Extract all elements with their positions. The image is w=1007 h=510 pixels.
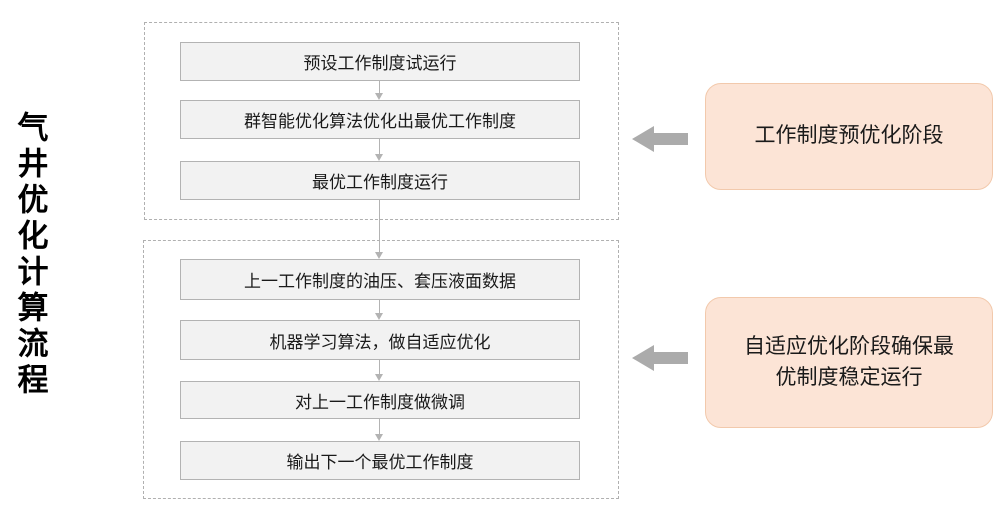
down-arrow-icon (375, 299, 384, 320)
flow-step-optimal-run: 最优工作制度运行 (180, 161, 580, 200)
flow-step-fine-tune: 对上一工作制度做微调 (180, 381, 580, 419)
left-block-arrow-icon (632, 126, 688, 152)
callout-pre-optimization-stage: 工作制度预优化阶段 (705, 83, 993, 190)
down-arrow-icon (375, 139, 384, 161)
left-block-arrow-icon (632, 345, 688, 371)
down-arrow-icon (375, 200, 384, 259)
down-arrow-icon (375, 360, 384, 381)
stage2-frame (143, 240, 619, 499)
flow-step-pressure-data: 上一工作制度的油压、套压液面数据 (180, 259, 580, 300)
flow-step-swarm-optimization: 群智能优化算法优化出最优工作制度 (180, 100, 580, 139)
callout-adaptive-stage: 自适应优化阶段确保最优制度稳定运行 (705, 297, 993, 428)
down-arrow-icon (375, 81, 384, 100)
flow-step-machine-learning: 机器学习算法，做自适应优化 (180, 320, 580, 360)
flow-step-output-next-optimal: 输出下一个最优工作制度 (180, 441, 580, 480)
flow-step-preset-trial-run: 预设工作制度试运行 (180, 42, 580, 81)
down-arrow-icon (375, 419, 384, 441)
diagram-title: 气井优化计算流程 (12, 111, 48, 399)
stage1-frame (144, 22, 619, 220)
